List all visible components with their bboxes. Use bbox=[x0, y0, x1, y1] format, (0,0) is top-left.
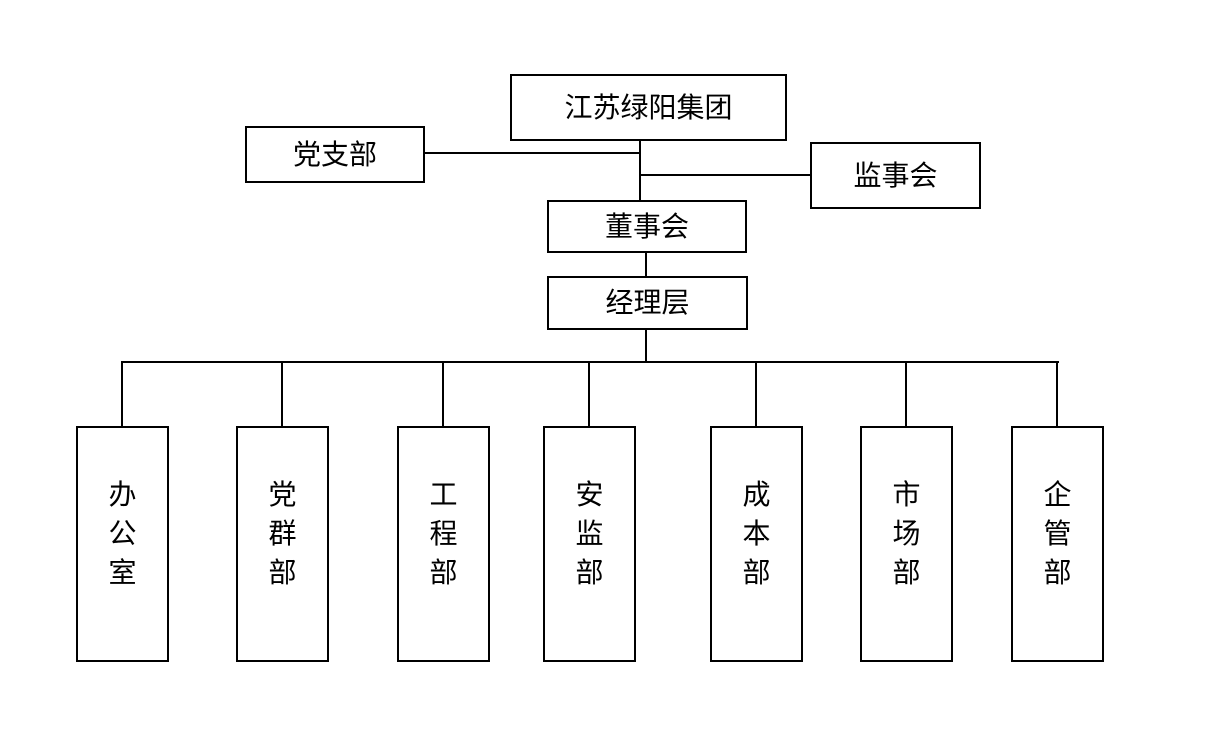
org-node-dept-party-mass: 党群部 bbox=[236, 426, 329, 662]
connector-board-to-management bbox=[645, 252, 647, 276]
connector-management-to-trunk bbox=[645, 329, 647, 362]
org-node-dept-enterprise-management: 企管部 bbox=[1011, 426, 1104, 662]
org-node-supervisory-board-label: 监事会 bbox=[853, 158, 938, 192]
org-node-dept-enterprise-management-label: 企管部 bbox=[1043, 477, 1072, 589]
org-node-dept-engineering-label: 工程部 bbox=[429, 477, 458, 589]
org-node-dept-cost-label: 成本部 bbox=[742, 477, 771, 589]
connector-drop-cost bbox=[755, 362, 757, 426]
org-node-board-of-directors: 董事会 bbox=[547, 200, 747, 253]
org-node-party-branch-label: 党支部 bbox=[292, 137, 377, 171]
org-node-dept-market: 市场部 bbox=[860, 426, 953, 662]
org-node-board-of-directors-label: 董事会 bbox=[604, 209, 689, 243]
org-node-dept-cost: 成本部 bbox=[710, 426, 803, 662]
connector-party-branch bbox=[424, 152, 641, 154]
org-node-dept-office-label: 办公室 bbox=[108, 477, 137, 589]
org-node-dept-office: 办公室 bbox=[76, 426, 169, 662]
connector-drop-party-mass bbox=[281, 362, 283, 426]
org-node-management-label: 经理层 bbox=[605, 286, 690, 319]
org-node-group-label: 江苏绿阳集团 bbox=[564, 90, 733, 124]
org-node-dept-safety-supervision-label: 安监部 bbox=[575, 477, 604, 589]
connector-drop-market bbox=[905, 362, 907, 426]
org-node-group: 江苏绿阳集团 bbox=[510, 74, 787, 141]
connector-supervisory-board bbox=[640, 174, 811, 176]
org-node-dept-market-label: 市场部 bbox=[892, 477, 921, 589]
org-node-dept-safety-supervision: 安监部 bbox=[543, 426, 636, 662]
org-node-dept-engineering: 工程部 bbox=[397, 426, 490, 662]
org-node-dept-party-mass-label: 党群部 bbox=[268, 477, 297, 589]
connector-trunk bbox=[121, 361, 1059, 363]
connector-drop-office bbox=[121, 362, 123, 426]
org-node-supervisory-board: 监事会 bbox=[810, 142, 981, 209]
connector-drop-safety bbox=[588, 362, 590, 426]
org-node-party-branch: 党支部 bbox=[245, 126, 425, 183]
connector-drop-enterprise bbox=[1056, 362, 1058, 426]
org-node-management: 经理层 bbox=[547, 276, 748, 330]
connector-root-to-board bbox=[639, 140, 641, 200]
connector-drop-engineering bbox=[442, 362, 444, 426]
